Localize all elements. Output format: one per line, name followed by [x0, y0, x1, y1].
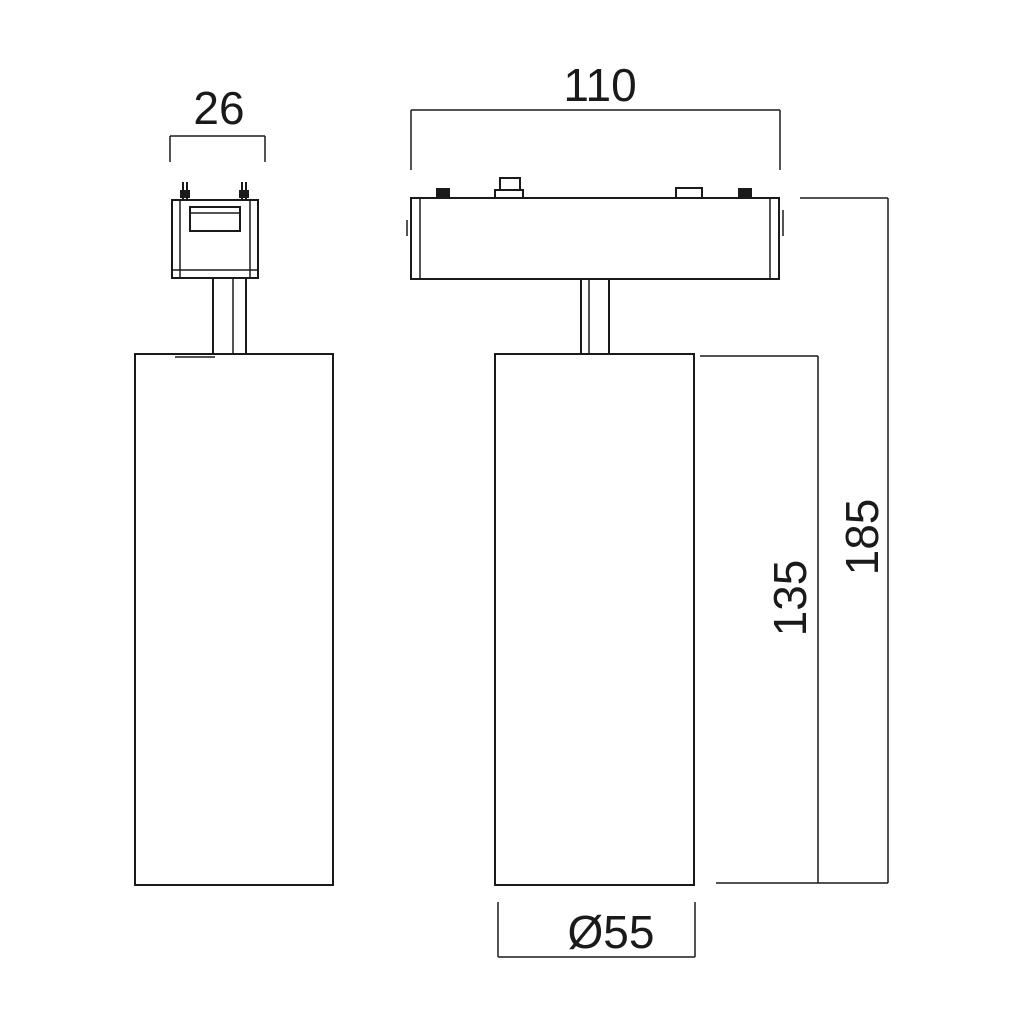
- side-adapter-head: [171, 199, 259, 279]
- dimension-diameter-55: Ø55: [497, 902, 696, 958]
- dimension-label-26: 26: [193, 82, 244, 134]
- dimension-185: 185: [800, 197, 889, 884]
- dimension-label-185: 185: [836, 499, 888, 576]
- side-adapter-pins: [180, 182, 249, 200]
- dimension-110: 110: [410, 59, 781, 170]
- front-body: [494, 353, 695, 886]
- side-body: [134, 353, 334, 886]
- front-view: 110: [406, 59, 889, 958]
- dimension-label-135: 135: [764, 560, 816, 637]
- front-stem: [580, 278, 610, 355]
- front-top-details: [436, 177, 752, 199]
- dimension-135: 135: [700, 355, 819, 884]
- dimension-label-diameter: Ø55: [568, 906, 655, 958]
- dimension-26: 26: [169, 82, 266, 162]
- dimension-label-110: 110: [563, 59, 636, 111]
- side-stem: [212, 277, 247, 355]
- side-view: 26: [134, 82, 334, 886]
- front-adapter-housing: [406, 197, 784, 280]
